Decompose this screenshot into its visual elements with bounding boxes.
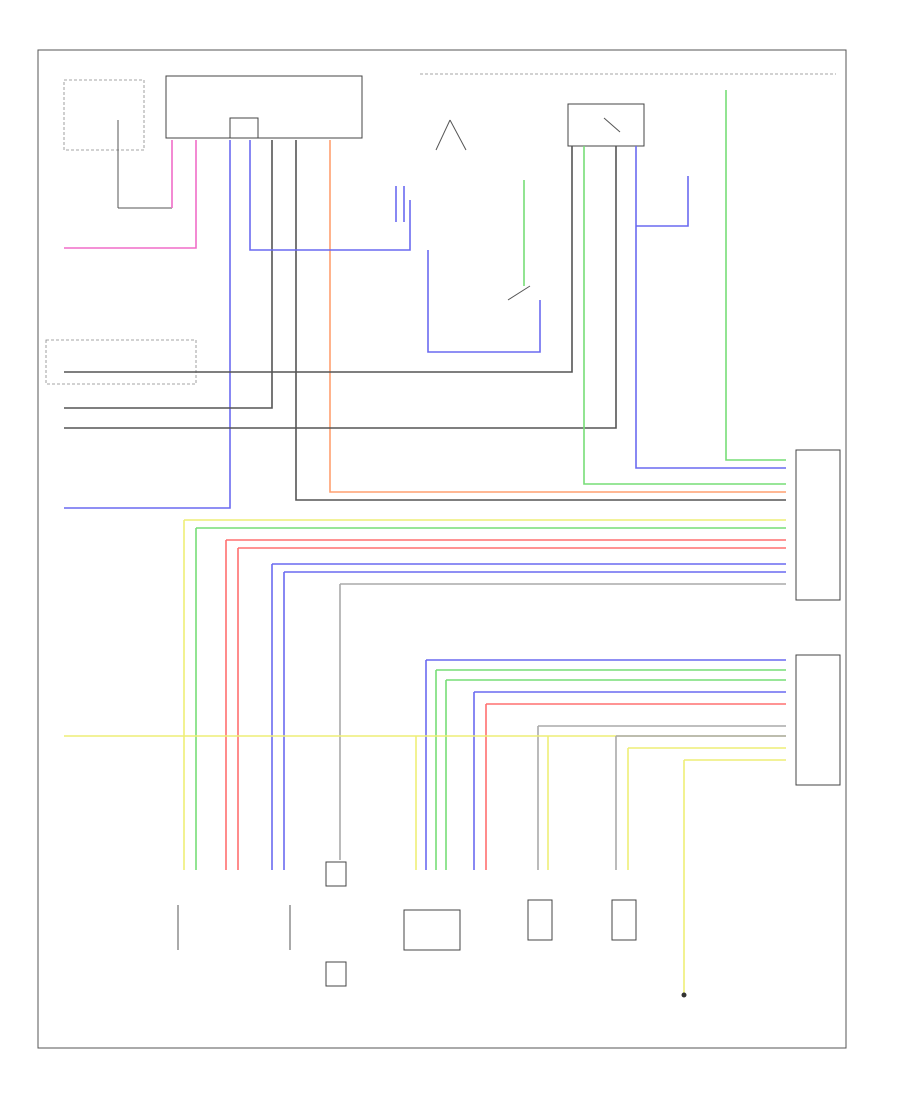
wire-green-5 bbox=[435, 669, 786, 870]
wire-red-3 bbox=[485, 703, 786, 870]
wire-gray-2 bbox=[295, 140, 786, 501]
speed-sensor-a bbox=[325, 861, 347, 887]
engine-control-module bbox=[795, 449, 841, 786]
wire-yellow-1 bbox=[183, 519, 786, 870]
speed-sensor-b bbox=[325, 961, 347, 987]
wire-blue-6 bbox=[283, 571, 786, 870]
wire-gray-4 bbox=[339, 583, 786, 860]
wire-green-6 bbox=[445, 679, 786, 870]
wire-blue-5 bbox=[271, 563, 786, 870]
wire-yellow-2 bbox=[64, 735, 786, 870]
ignition-switch bbox=[63, 79, 172, 209]
stop-lamp-switch bbox=[435, 119, 467, 151]
wire-blue-2 bbox=[249, 140, 411, 251]
wire-pink bbox=[64, 140, 197, 249]
wire-gray-1 bbox=[64, 140, 273, 409]
wire-gray-5 bbox=[537, 725, 786, 870]
ground-point bbox=[681, 992, 687, 998]
trans-temp-sensor bbox=[611, 899, 637, 941]
wire-blue-8 bbox=[473, 691, 786, 870]
diagram-frame bbox=[37, 49, 847, 1049]
wire-blue-1 bbox=[64, 140, 231, 509]
wire-orange bbox=[329, 140, 786, 493]
atf-temp-sensor bbox=[527, 899, 553, 941]
relay bbox=[567, 103, 645, 147]
wire-yellow-4 bbox=[683, 759, 786, 995]
wire-red-1 bbox=[225, 539, 786, 870]
wire-red-2 bbox=[237, 547, 786, 870]
wire-green-3 bbox=[725, 90, 786, 461]
wire-blue-7 bbox=[425, 659, 786, 870]
wire-green-4 bbox=[195, 527, 786, 870]
fuse-block bbox=[165, 75, 363, 139]
wire-blue-3 bbox=[395, 186, 541, 353]
wire-gray-3 bbox=[64, 146, 617, 429]
wire-blue-4 bbox=[635, 146, 786, 469]
wire-gray-6 bbox=[615, 735, 786, 870]
diagnostic-connector bbox=[45, 339, 197, 385]
shift-solenoid-assembly bbox=[177, 905, 291, 950]
park-neutral-switch bbox=[507, 285, 531, 301]
wire-yellow-3 bbox=[627, 747, 786, 870]
transfer-switch bbox=[403, 909, 461, 951]
wire-green-2 bbox=[583, 146, 786, 485]
